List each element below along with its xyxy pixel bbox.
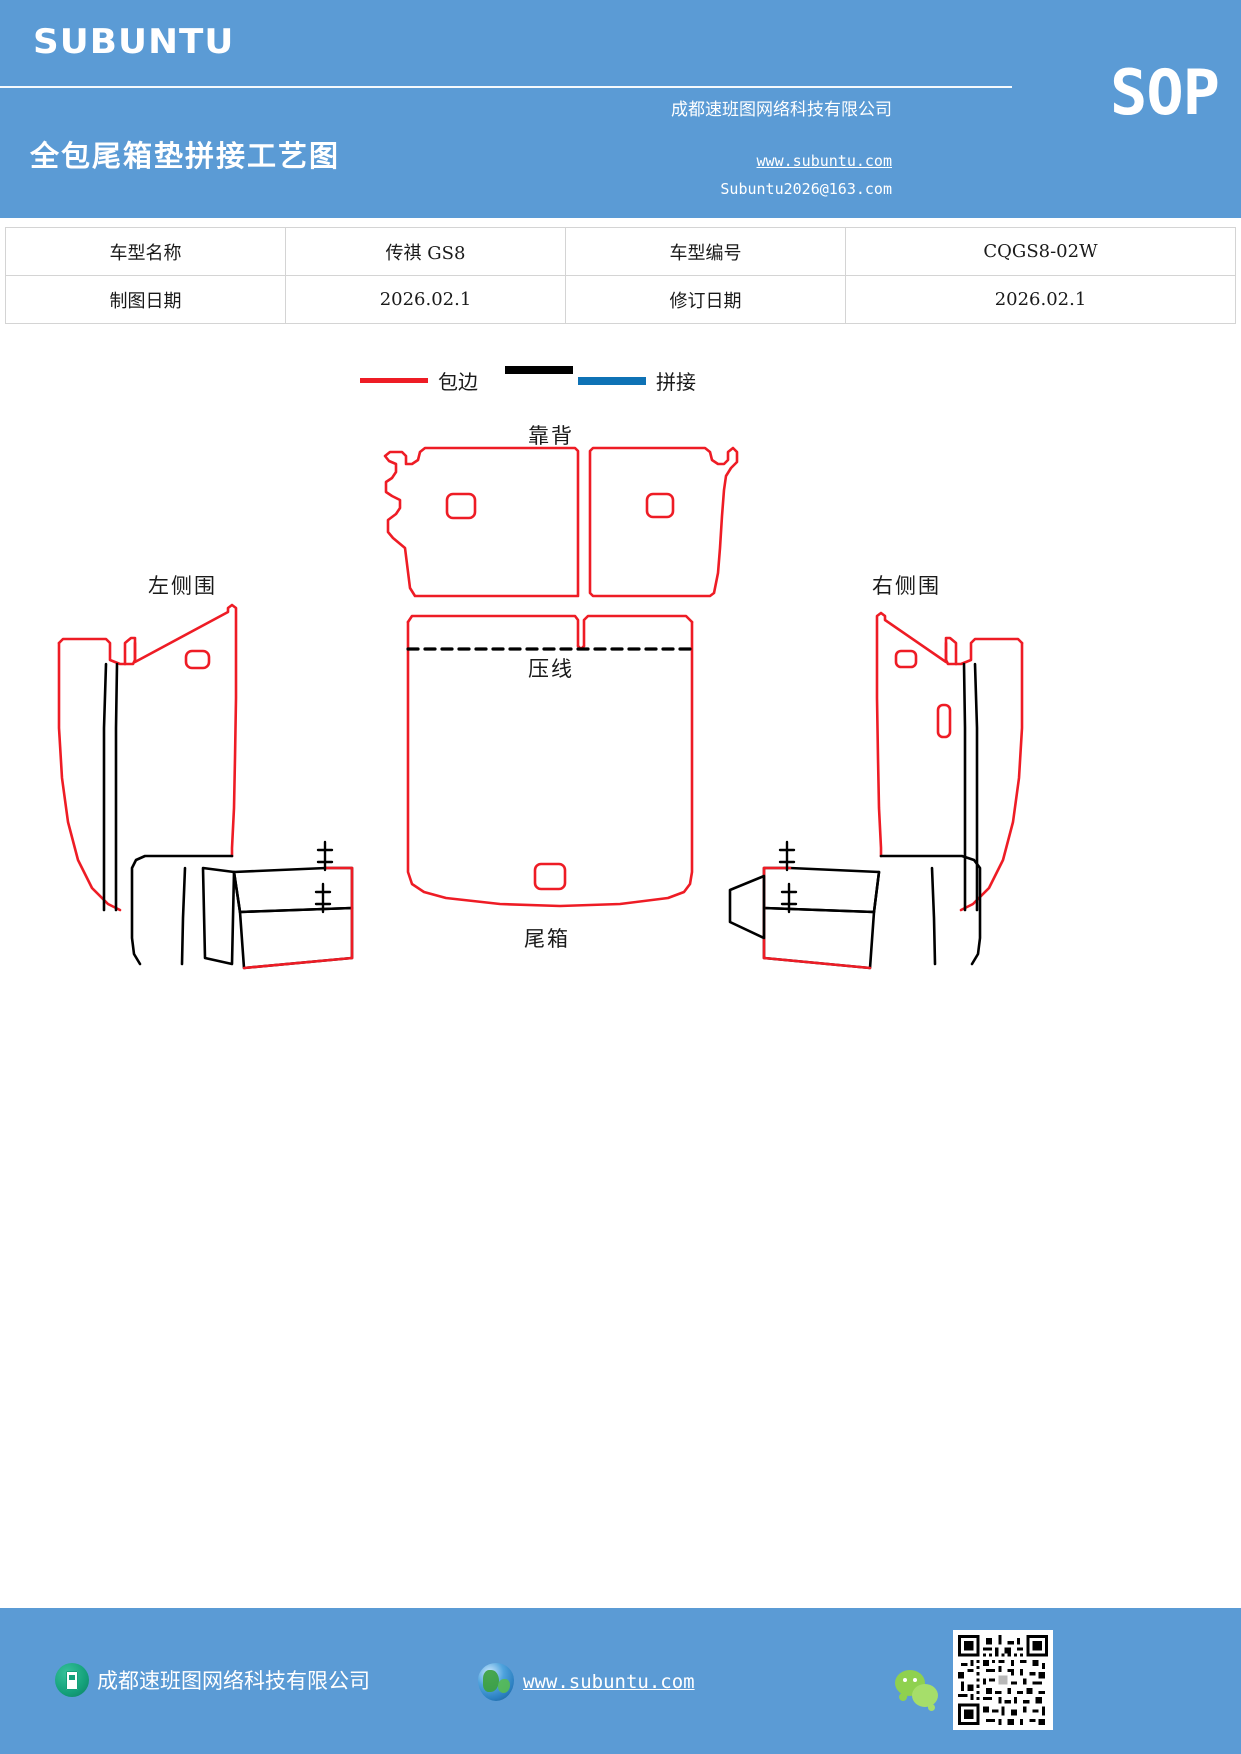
footer-website-link[interactable]: www.subuntu.com <box>523 1671 695 1693</box>
qr-code-image <box>958 1635 1048 1725</box>
label-right-side: 右侧围 <box>872 574 941 598</box>
page-footer: 成都速班图网络科技有限公司 www.subuntu.com <box>0 1608 1241 1754</box>
wechat-bubble-small <box>912 1684 938 1711</box>
clip-marker-right-bottom <box>780 882 798 914</box>
qr-code <box>953 1630 1053 1730</box>
cell-revise-date-value: 2026.02.1 <box>845 275 1236 324</box>
table-row: 车型名称 传祺 GS8 车型编号 CQGS8-02W <box>5 227 1236 276</box>
header-divider <box>0 86 1012 88</box>
part-left-side-trapezoid <box>201 866 236 966</box>
legend-item-splice: 拼接 <box>578 366 696 395</box>
part-right-side-hook <box>879 854 982 966</box>
part-backrest-right <box>588 446 739 598</box>
clip-marker-left-bottom <box>314 882 332 914</box>
page-header: SUBUNTU 成都速班图网络科技有限公司 全包尾箱垫拼接工艺图 www.sub… <box>0 0 1241 218</box>
part-left-side-red-edge <box>242 866 354 970</box>
part-right-side-red-edge <box>762 866 872 970</box>
part-trunk-main <box>406 614 694 908</box>
part-left-side-outer-flap <box>57 637 137 912</box>
table-row: 制图日期 2026.02.1 修订日期 2026.02.1 <box>5 275 1236 324</box>
part-left-side-seams <box>102 662 119 912</box>
legend-swatch-black <box>505 366 573 374</box>
footer-website[interactable]: www.subuntu.com <box>478 1663 695 1701</box>
part-left-side-panel <box>123 603 238 858</box>
header-email: Subuntu2026@163.com <box>720 180 892 198</box>
part-backrest-left <box>383 446 580 598</box>
part-right-side-cluster <box>762 866 881 970</box>
label-press-line: 压线 <box>528 657 574 681</box>
part-left-side-cluster <box>232 866 354 970</box>
building-icon <box>55 1663 89 1697</box>
label-trunk: 尾箱 <box>524 927 570 951</box>
clip-marker-right-top <box>778 840 796 872</box>
clip-marker-left-top <box>316 840 334 872</box>
legend-label-splice: 拼接 <box>656 370 696 394</box>
technical-drawing: 靠背 左侧围 右侧围 压线 尾箱 <box>0 398 1241 998</box>
cell-draw-date-label: 制图日期 <box>5 275 286 324</box>
wechat-eye <box>903 1678 907 1682</box>
vehicle-info-table: 车型名称 传祺 GS8 车型编号 CQGS8-02W 制图日期 2026.02.… <box>5 227 1236 324</box>
part-left-side-hook <box>130 854 234 966</box>
sop-badge: SOP <box>1110 56 1220 129</box>
label-left-side: 左侧围 <box>148 574 217 598</box>
drawing-svg <box>57 446 1024 970</box>
cell-model-name-value: 传祺 GS8 <box>285 227 566 276</box>
header-website-link[interactable]: www.subuntu.com <box>756 152 892 170</box>
globe-icon <box>478 1663 514 1701</box>
cell-revise-date-label: 修订日期 <box>565 275 846 324</box>
legend-swatch-blue <box>578 376 646 385</box>
cell-draw-date-value: 2026.02.1 <box>285 275 566 324</box>
cell-model-code-value: CQGS8-02W <box>845 227 1236 276</box>
legend-label-binding: 包边 <box>438 370 478 394</box>
cell-model-code-label: 车型编号 <box>565 227 846 276</box>
label-backrest: 靠背 <box>528 424 574 448</box>
part-right-side-panel <box>875 611 958 858</box>
wechat-eye <box>913 1678 917 1682</box>
footer-company-name: 成都速班图网络科技有限公司 <box>97 1669 370 1693</box>
legend-swatch-red <box>360 378 428 383</box>
legend: 包边 拼接 <box>0 362 1241 398</box>
brand-logo: SUBUNTU <box>33 22 235 62</box>
cell-model-name-label: 车型名称 <box>5 227 286 276</box>
header-company-name: 成都速班图网络科技有限公司 <box>671 100 892 120</box>
footer-company: 成都速班图网络科技有限公司 <box>55 1663 370 1697</box>
page-title: 全包尾箱垫拼接工艺图 <box>30 139 341 173</box>
legend-item-black <box>505 366 573 374</box>
legend-item-binding: 包边 <box>360 366 478 395</box>
part-right-side-seams <box>962 662 979 912</box>
part-right-side-outer-flap <box>944 637 1024 912</box>
wechat-icon <box>895 1670 943 1711</box>
part-right-side-wedge <box>728 874 766 940</box>
